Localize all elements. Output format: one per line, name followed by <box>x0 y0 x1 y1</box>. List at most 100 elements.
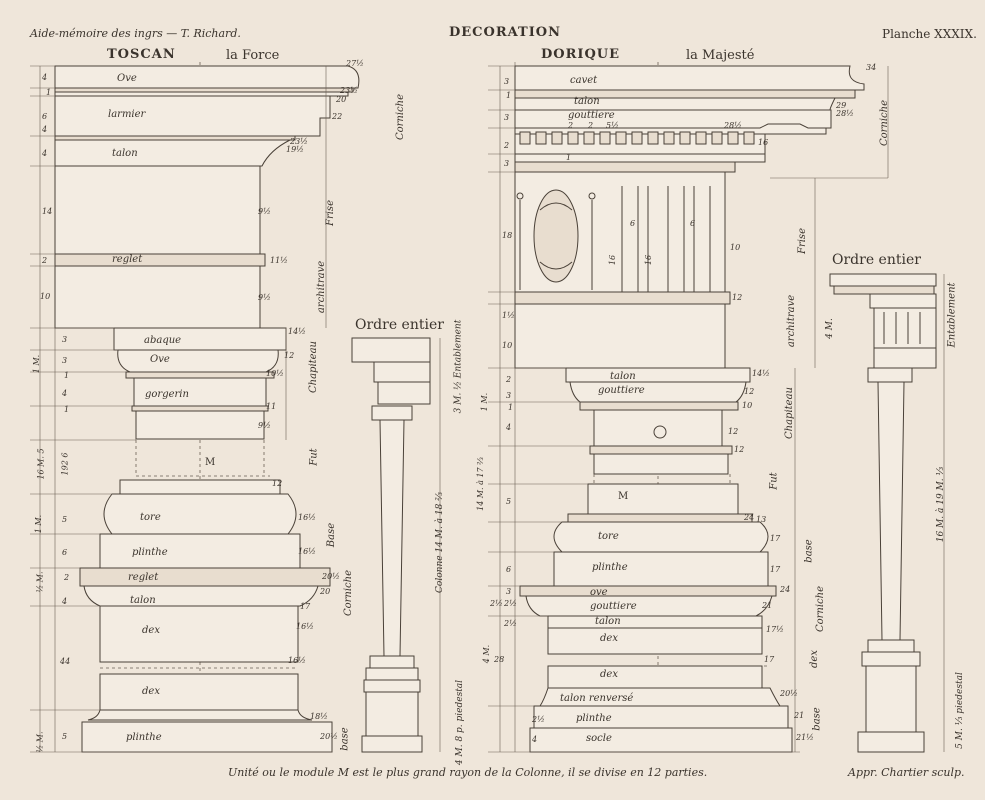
dorique-label-socle: socle <box>586 733 612 744</box>
toscan-title: TOSCAN <box>107 47 176 62</box>
toscan-left-num: 3 <box>62 335 68 344</box>
toscan-right-num: 20½ <box>320 732 338 741</box>
dorique-label-talon-renverse: talon renversé <box>560 693 634 704</box>
toscan-right-num: 12 <box>272 479 283 488</box>
dorique-left-num: 3 <box>506 587 512 596</box>
toscan-label-larmier: larmier <box>108 109 146 120</box>
dorique-inner-num: 5½ <box>606 121 619 130</box>
toscan-right-num: 23½ <box>340 86 358 95</box>
toscan-label-dex: dex <box>142 625 160 636</box>
ordre-dorique-module: 4 M. <box>824 318 835 339</box>
toscan-section-corniche: Corniche <box>395 93 407 141</box>
ordre-dorique-title: Ordre entier <box>832 252 921 268</box>
toscan-module-mark: 16 M. 5 <box>36 448 46 480</box>
dorique-left-num: 3 <box>504 159 510 168</box>
toscan-right-num: 22 <box>332 112 343 121</box>
ordre-dorique-piedestal: 5 M. ⅓ piedestal <box>954 672 965 749</box>
toscan-left-num: 4 <box>42 149 48 158</box>
dorique-label-gouttiere: gouttiere <box>568 110 615 121</box>
toscan-left-num: 5 <box>62 732 68 741</box>
dorique-inner-num: 16 <box>608 254 618 266</box>
toscan-left-num: 10 <box>40 292 51 301</box>
dorique-left-num: 18 <box>502 231 513 240</box>
toscan-section-base: Base <box>326 522 338 548</box>
toscan-right-num: 11½ <box>270 256 288 265</box>
header-plate-number: Planche XXXIX. <box>882 27 977 41</box>
dorique-subtitle: la Majesté <box>686 48 755 63</box>
dorique-left-num: 2½ <box>490 599 503 608</box>
dorique-right-num: 17½ <box>766 625 784 634</box>
dorique-label-module: M <box>618 491 629 502</box>
dorique-left-num: 3 <box>504 113 510 122</box>
toscan-left-num: 5 <box>62 515 68 524</box>
dorique-right-num: 29 <box>836 101 847 110</box>
dorique-label-plinthe-2: plinthe <box>576 713 612 724</box>
toscan-label-reglet-2: reglet <box>128 572 159 583</box>
dorique-right-num: 17 <box>770 534 781 543</box>
toscan-module-mark: 192 6 <box>60 452 70 476</box>
ordre-toscan-colonne: Colonne 14 M. à 18 ⅔ <box>434 492 445 593</box>
ordre-toscan-piedestal: 4 M. 8 p. piedestal <box>455 679 466 766</box>
toscan-right-num: 20½ <box>322 572 340 581</box>
dorique-left-num: 28 <box>494 655 505 664</box>
dorique-left-num: 4 <box>532 735 538 744</box>
dorique-right-num: 28½ <box>724 121 742 130</box>
dorique-inner-num: 6 <box>690 219 696 228</box>
toscan-section-chapiteau: Chapiteau <box>308 341 319 393</box>
dorique-left-num: 3 <box>506 391 512 400</box>
toscan-module-mark: ½ M. <box>35 571 45 593</box>
toscan-right-num: 20 <box>336 95 347 104</box>
toscan-left-num: 4 <box>62 389 68 398</box>
dorique-right-num: 12 <box>734 445 745 454</box>
toscan-left-num: 2 <box>64 573 70 582</box>
dorique-module-mark: 14 M. à 17 ⅔ <box>475 457 485 511</box>
toscan-right-num: 9½ <box>258 207 271 216</box>
dorique-label-talon-2: talon <box>610 371 636 382</box>
toscan-label-ove: Ove <box>117 73 137 84</box>
dorique-inner-num: 6 <box>630 219 636 228</box>
dorique-full-order <box>829 273 945 753</box>
dorique-right-num: 24 <box>744 513 755 522</box>
dorique-inner-num: 2 <box>568 121 574 130</box>
toscan-left-num: 1 <box>64 405 70 414</box>
dorique-right-num: 16 <box>758 138 769 147</box>
toscan-left-num: 14 <box>42 207 53 216</box>
dorique-label-dex: dex <box>600 633 618 644</box>
toscan-right-num: 16½ <box>298 547 316 556</box>
dorique-label-talon: talon <box>574 96 600 107</box>
toscan-right-num: 16½ <box>296 622 314 631</box>
dorique-right-num: 20½ <box>780 689 798 698</box>
dorique-left-num: 2½ <box>532 715 545 724</box>
dorique-section-fut: Fut <box>768 472 780 490</box>
toscan-right-num: 10½ <box>266 369 284 378</box>
ordre-toscan-entablement: 3 M. ½ Entablement <box>453 319 464 414</box>
dorique-right-num: 21 <box>762 601 773 610</box>
footer-caption: Unité ou le module M est le plus grand r… <box>228 766 708 779</box>
toscan-left-num: 3 <box>62 356 68 365</box>
dorique-left-num: 1½ <box>502 311 515 320</box>
dorique-label-talon-3: talon <box>595 616 621 627</box>
ordre-dorique-colonne: 16 M. à 19 M. ⅓ <box>936 466 947 543</box>
toscan-right-num: 16½ <box>288 656 306 665</box>
toscan-label-reglet: reglet <box>112 254 143 265</box>
toscan-left-num: 6 <box>42 112 48 121</box>
dorique-left-num: 5 <box>506 497 512 506</box>
toscan-left-num: 2 <box>42 256 48 265</box>
dorique-right-num: 12 <box>732 293 743 302</box>
dorique-label-ove: ove <box>590 587 608 598</box>
toscan-left-num: 1 <box>64 371 70 380</box>
dorique-title: DORIQUE <box>541 47 621 62</box>
ordre-toscan-title: Ordre entier <box>355 317 444 333</box>
dorique-right-num: 21½ <box>796 733 814 742</box>
dorique-label-plinthe: plinthe <box>592 562 628 573</box>
dorique-section-frise: Frise <box>796 228 808 254</box>
header-title: DECORATION <box>449 25 561 40</box>
dorique-right-num: 17 <box>764 655 775 664</box>
toscan-label-talon-2: talon <box>130 595 156 606</box>
toscan-label-plinthe-2: plinthe <box>126 732 162 743</box>
footer-credit: Appr. Chartier sculp. <box>848 766 965 779</box>
toscan-subtitle: la Force <box>226 48 280 63</box>
header-author: Aide-mémoire des ingrs — T. Richard. <box>30 27 241 40</box>
toscan-section-frise: Frise <box>324 200 336 226</box>
toscan-right-num: 18½ <box>310 712 328 721</box>
